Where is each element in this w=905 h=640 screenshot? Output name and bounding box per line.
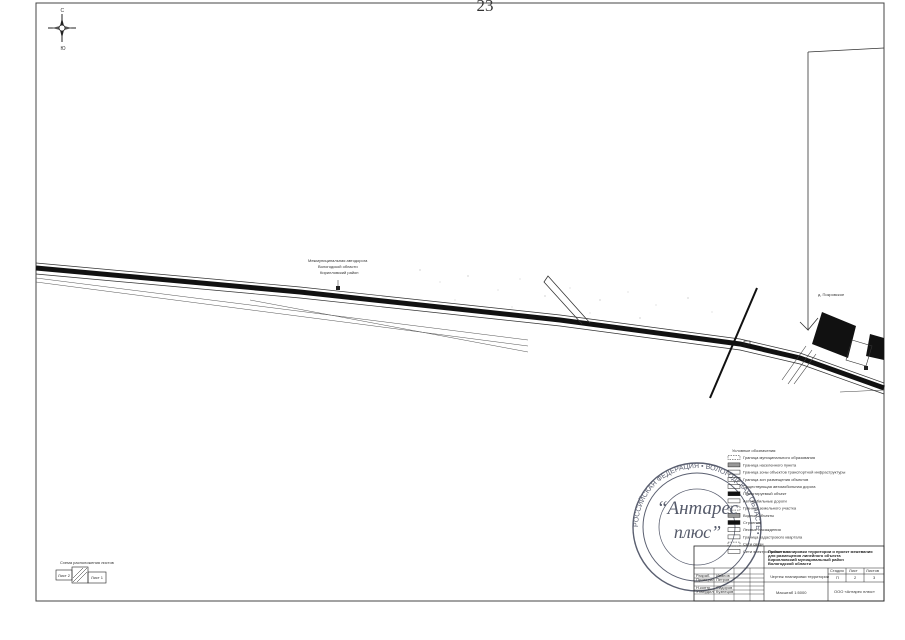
title-block: Проект планировки территории и проект ме…: [693, 545, 885, 602]
title-sheet-label: Чертеж планировки территории: [770, 574, 829, 579]
sheet-scheme-cell-label-1: Лист 2: [58, 573, 71, 578]
branch-road: [781, 345, 817, 385]
legend-symbol: [727, 505, 741, 511]
sheet-scheme-title: Схема расположения листов: [60, 560, 114, 565]
legend-symbol: [727, 477, 741, 482]
legend-item-label: Граница населенного пункта: [743, 462, 797, 467]
title-project-line-1: Проект планировки территории и проект ме…: [768, 549, 873, 554]
compass-rose-icon: С Ю: [48, 8, 76, 52]
legend-item-label: Проектируемый объект: [743, 491, 787, 496]
title-val-sheet: 2: [854, 575, 857, 580]
legend-item-label: Граница муниципального образования: [743, 455, 815, 460]
highway-road: [35, 265, 885, 391]
crossing-marker: [743, 340, 751, 346]
road-marker-icon: [864, 366, 868, 370]
building: [812, 312, 856, 358]
road-label-line-1: Межмуниципальная автодорога: [308, 258, 368, 263]
legend-symbol: [727, 469, 741, 475]
legend-item-label: Граница зоны объектов транспортной инфра…: [743, 470, 845, 475]
legend-symbol: [727, 484, 741, 489]
legend-item-label: Автомобильные дороги: [743, 498, 787, 503]
compass-south-label: Ю: [61, 46, 66, 52]
building: [866, 334, 884, 360]
legend-symbol: [727, 527, 741, 532]
highway-edge-bottom: [35, 273, 885, 395]
page-number: 23: [476, 0, 494, 15]
terrain-speckle: [419, 269, 713, 319]
crossing-line: [709, 287, 758, 399]
stamp-ring-text: РОССИЙСКАЯ ФЕДЕРАЦИЯ • ВОЛОГОДСКАЯ ОБЛАС…: [633, 463, 761, 535]
title-name-1: Иванов: [716, 573, 730, 578]
legend-item-label: Существующая автомобильная дорога: [743, 484, 816, 489]
legend-item-label: Условные обозначения:: [732, 448, 776, 453]
legend-item-label: Граница земельного участка: [743, 506, 797, 511]
title-val-stage: П: [836, 575, 839, 580]
service-line: [35, 281, 529, 347]
service-line: [35, 277, 529, 341]
company-stamp: РОССИЙСКАЯ ФЕДЕРАЦИЯ • ВОЛОГОДСКАЯ ОБЛАС…: [632, 462, 762, 592]
legend-symbol: [727, 541, 741, 547]
road-label-line-3: Кирилловский район: [320, 270, 359, 275]
title-name-3: Сидоров: [716, 585, 732, 590]
branch-road: [839, 389, 885, 393]
title-project-line-2: для размещения линейного объекта: [768, 553, 841, 558]
legend-symbol: [727, 534, 741, 540]
legend-symbol: [727, 462, 741, 468]
sheet-scheme: Схема расположения листов Лист 2 Лист 1: [55, 560, 114, 584]
legend-item-label: Строения: [743, 520, 761, 525]
service-line: [249, 299, 529, 353]
legend-item-label: Граница кадастрового квартала: [743, 534, 803, 539]
legend: Условные обозначения: Граница муниципальн…: [727, 448, 845, 554]
title-name-4: Кузнецов: [716, 589, 733, 594]
highway-edge-top: [35, 262, 885, 384]
legend-item-label: Граница зон размещения объектов: [743, 477, 808, 482]
road-marker-icon: [336, 280, 340, 290]
legend-item-label: Лесные насаждения: [743, 527, 781, 532]
settlement-boundary: [799, 47, 885, 331]
legend-item-label: Сети связи: [743, 542, 763, 547]
title-role-4: Утвердил: [696, 589, 714, 594]
title-project-line-4: Вологодской области: [768, 561, 812, 566]
title-col-stage: Стадия: [830, 568, 844, 573]
sheet-scheme-cell-label-2: Лист 1: [91, 575, 104, 580]
title-project-line-3: Кирилловский муниципальный район: [768, 557, 844, 562]
legend-symbol: [727, 520, 741, 525]
side-road: [543, 275, 591, 325]
title-role-1: Разраб.: [696, 573, 710, 578]
title-role-2: Проверил: [696, 577, 715, 582]
sheet-frame: [35, 2, 885, 602]
legend-symbol: [727, 455, 741, 460]
legend-symbol: [727, 513, 741, 518]
settlement-label: д. Покровское: [818, 292, 845, 297]
title-scale: Масштаб 1:5000: [776, 590, 807, 595]
title-name-2: Петров: [716, 577, 729, 582]
title-company: ООО «Антарес плюс»: [834, 589, 876, 594]
road-label-line-2: Вологодской области: [318, 264, 358, 269]
title-col-sheets: Листов: [866, 568, 879, 573]
legend-symbol: [727, 498, 741, 504]
legend-symbol: [727, 549, 741, 554]
sheet-scheme-cell: [87, 571, 107, 584]
title-val-sheets: 3: [873, 575, 876, 580]
compass-north-label: С: [61, 8, 65, 14]
legend-item-label: Водные объекты: [743, 513, 774, 518]
legend-symbol: [727, 491, 741, 496]
title-col-sheet: Лист: [849, 568, 858, 573]
title-role-3: Н.контр.: [696, 585, 711, 590]
legend-item-label: Сети электроснабжения: [743, 549, 788, 554]
